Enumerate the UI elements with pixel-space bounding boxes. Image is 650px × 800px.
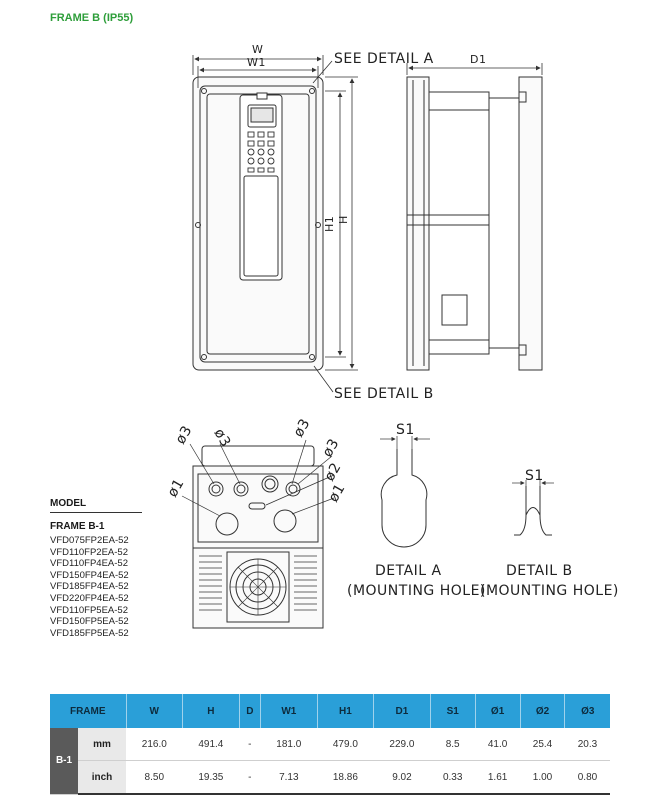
header-w1: W1 xyxy=(260,694,318,728)
frame-cell: B-1 xyxy=(50,728,78,795)
header-phi1: Ø1 xyxy=(474,694,521,728)
frame-title: FRAME B (IP55) xyxy=(50,12,134,24)
detail-b-drawing xyxy=(512,480,554,536)
header-s1: S1 xyxy=(429,694,476,728)
model-item: VFD185FP5EA-52 xyxy=(50,627,129,639)
table-cell: 18.86 xyxy=(317,760,374,795)
model-item: VFD110FP2EA-52 xyxy=(50,546,128,558)
table-cell: 181.0 xyxy=(260,728,318,761)
dimension-drawing: W W1 H1 H SEE DETAIL A SEE DETAIL B D1 xyxy=(165,43,619,629)
header-frame: FRAME xyxy=(50,694,126,728)
header-phi2: Ø2 xyxy=(519,694,565,728)
header-h1: H1 xyxy=(316,694,374,728)
detail-b-s1-label: S1 xyxy=(525,468,544,484)
header-w: W xyxy=(125,694,183,728)
table-cell: 216.0 xyxy=(126,728,183,761)
side-view xyxy=(406,63,543,371)
model-frame: FRAME B-1 xyxy=(50,521,105,532)
table-cell: 479.0 xyxy=(317,728,374,761)
model-item: VFD220FP4EA-52 xyxy=(50,592,129,604)
table-cell: 41.0 xyxy=(475,728,521,761)
phi3-label-3: ø3 xyxy=(291,416,314,440)
see-detail-a-label: SEE DETAIL A xyxy=(334,51,434,67)
table-row: B-1 mm 216.0 491.4 - 181.0 479.0 229.0 8… xyxy=(50,728,610,795)
table-cell: 9.02 xyxy=(373,760,431,795)
table-cell: 491.4 xyxy=(182,728,240,761)
table-row: inch 8.50 19.35 - 7.13 18.86 9.02 0.33 1… xyxy=(50,760,610,795)
dim-h1-label: H1 xyxy=(323,216,336,232)
bottom-view xyxy=(181,439,335,629)
detail-a-subtitle: (MOUNTING HOLE) xyxy=(347,583,486,599)
phi3-label-1: ø3 xyxy=(173,423,196,447)
table-cell: - xyxy=(239,728,261,761)
model-item: VFD110FP4EA-52 xyxy=(50,558,128,570)
table-cell: 229.0 xyxy=(373,728,431,761)
table-cell: 8.5 xyxy=(430,728,476,761)
phi3-label-4: ø3 xyxy=(320,436,343,460)
table-cell: 7.13 xyxy=(260,760,318,795)
unit-cell: inch xyxy=(78,760,126,795)
table-cell: 20.3 xyxy=(564,728,610,761)
model-item: VFD185FP4EA-52 xyxy=(50,581,129,593)
dimension-table: FRAME W H D W1 H1 D1 S1 Ø1 Ø2 Ø3 B-1 mm … xyxy=(50,694,610,795)
table-cell: 8.50 xyxy=(126,760,183,795)
table-header-row: FRAME W H D W1 H1 D1 S1 Ø1 Ø2 Ø3 xyxy=(50,694,610,728)
phi1-label-1: ø1 xyxy=(165,476,188,500)
model-item: VFD150FP4EA-52 xyxy=(50,569,129,581)
phi1-label-2: ø1 xyxy=(326,481,349,505)
model-item: VFD150FP5EA-52 xyxy=(50,616,129,628)
dim-w-label: W xyxy=(252,43,263,56)
header-phi3: Ø3 xyxy=(564,694,610,728)
header-d: D xyxy=(238,694,261,728)
phi2-label: ø2 xyxy=(322,460,345,484)
header-d1: D1 xyxy=(373,694,431,728)
unit-cell: mm xyxy=(78,728,126,761)
detail-a-s1-label: S1 xyxy=(396,422,415,438)
table-cell: 0.33 xyxy=(430,760,476,795)
table-cell: 1.00 xyxy=(520,760,565,795)
detail-a-title: DETAIL A xyxy=(375,563,442,579)
front-view xyxy=(192,55,358,393)
table-cell: 1.61 xyxy=(475,760,521,795)
detail-a-drawing xyxy=(380,436,430,548)
see-detail-b-label: SEE DETAIL B xyxy=(334,386,434,402)
model-heading: MODEL xyxy=(50,498,142,513)
detail-b-subtitle: (MOUNTING HOLE) xyxy=(480,583,619,599)
detail-b-title: DETAIL B xyxy=(506,563,573,579)
model-list: VFD075FP2EA-52 VFD110FP2EA-52 VFD110FP4E… xyxy=(50,535,142,639)
header-h: H xyxy=(182,694,240,728)
table-cell: 0.80 xyxy=(564,760,610,795)
model-block: MODEL FRAME B-1 VFD075FP2EA-52 VFD110FP2… xyxy=(50,498,142,639)
model-item: VFD110FP5EA-52 xyxy=(50,604,128,616)
table-cell: 19.35 xyxy=(182,760,240,795)
dim-d1-label: D1 xyxy=(470,53,486,66)
dim-h-label: H xyxy=(337,215,350,224)
table-cell: 25.4 xyxy=(520,728,565,761)
model-item: VFD075FP2EA-52 xyxy=(50,535,129,546)
dim-w1-label: W1 xyxy=(247,56,266,69)
table-cell: - xyxy=(239,760,261,795)
